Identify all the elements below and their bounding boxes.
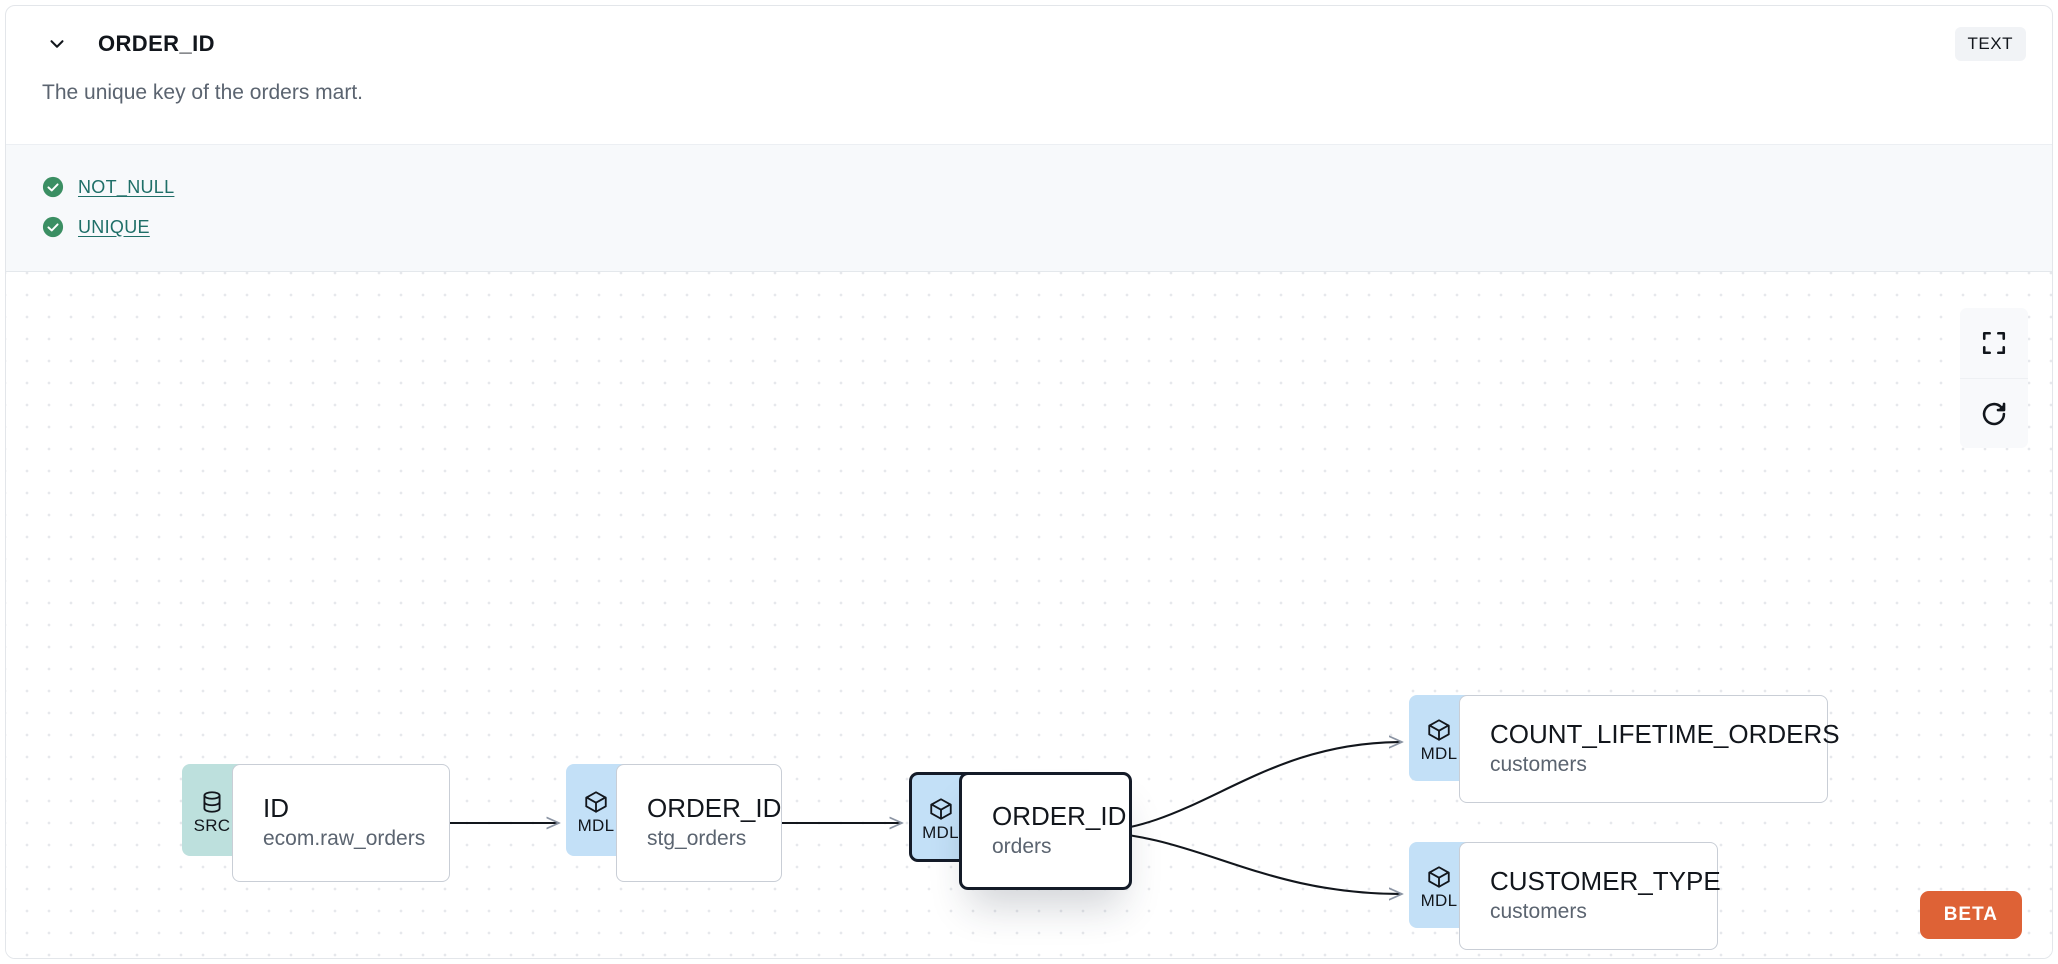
page-title: ORDER_ID: [98, 30, 215, 56]
node-resource: stg_orders: [647, 827, 747, 851]
cube-icon: [1428, 865, 1450, 888]
node-name: ORDER_ID: [647, 792, 782, 823]
beta-badge[interactable]: BETA: [1919, 891, 2022, 939]
node-resource: ecom.raw_orders: [263, 827, 426, 851]
node-body: ORDER_ID stg_orders: [616, 764, 782, 882]
refresh-button[interactable]: [1960, 378, 2028, 448]
node-body: COUNT_LIFETIME_ORDERS customers: [1459, 695, 1840, 803]
check-circle-icon: [42, 216, 64, 238]
column-description: The unique key of the orders mart.: [42, 81, 363, 104]
lineage-node-orders[interactable]: MDL ORDER_ID orders: [909, 772, 1132, 890]
refresh-icon: [1982, 402, 2006, 425]
lineage-node-stg-orders[interactable]: MDL ORDER_ID stg_orders: [566, 764, 782, 882]
lineage-node-count-lifetime-orders[interactable]: MDL COUNT_LIFETIME_ORDERS customers: [1409, 695, 1840, 803]
node-name: ORDER_ID: [992, 800, 1127, 831]
lineage-node-id[interactable]: SRC ID ecom.raw_orders: [182, 764, 450, 882]
tests-section: NOT_NULL UNIQUE: [6, 144, 2052, 272]
node-body: CUSTOMER_TYPE customers: [1459, 842, 1721, 950]
node-name: CUSTOMER_TYPE: [1490, 865, 1721, 896]
node-resource: orders: [992, 835, 1052, 859]
node-resource: customers: [1490, 900, 1587, 924]
lineage-canvas[interactable]: SRC ID ecom.raw_orders MDL ORDER_ID stg_…: [6, 272, 2052, 958]
node-resource: customers: [1490, 753, 1587, 777]
cube-icon: [585, 790, 607, 813]
expand-icon: [1982, 331, 2006, 355]
fit-view-button[interactable]: [1960, 308, 2028, 378]
node-body: ORDER_ID orders: [959, 772, 1132, 890]
panel-header: ORDER_ID TEXT: [6, 6, 2052, 81]
node-badge-label: SRC: [193, 815, 231, 835]
node-badge-label: MDL: [577, 815, 615, 835]
check-circle-icon: [42, 176, 64, 198]
lineage-node-customer-type[interactable]: MDL CUSTOMER_TYPE customers: [1409, 842, 1721, 950]
node-badge-label: MDL: [1420, 890, 1458, 910]
canvas-controls: [1960, 308, 2028, 448]
edge-orders-count: [1085, 742, 1402, 834]
test-row: UNIQUE: [42, 207, 2016, 247]
node-badge-label: MDL: [922, 822, 959, 842]
node-name: COUNT_LIFETIME_ORDERS: [1490, 718, 1840, 749]
node-badge-label: MDL: [1420, 743, 1458, 763]
edge-orders-ctype: [1085, 830, 1402, 894]
data-type-badge: TEXT: [1954, 26, 2026, 61]
node-body: ID ecom.raw_orders: [232, 764, 450, 882]
chevron-down-icon[interactable]: [42, 29, 72, 59]
cube-icon: [929, 797, 952, 820]
database-icon: [203, 790, 221, 813]
test-row: NOT_NULL: [42, 167, 2016, 207]
test-link-not-null[interactable]: NOT_NULL: [78, 176, 175, 197]
node-name: ID: [263, 792, 289, 823]
column-detail-panel: ORDER_ID TEXT The unique key of the orde…: [5, 5, 2053, 959]
test-link-unique[interactable]: UNIQUE: [78, 216, 150, 237]
cube-icon: [1428, 718, 1450, 741]
